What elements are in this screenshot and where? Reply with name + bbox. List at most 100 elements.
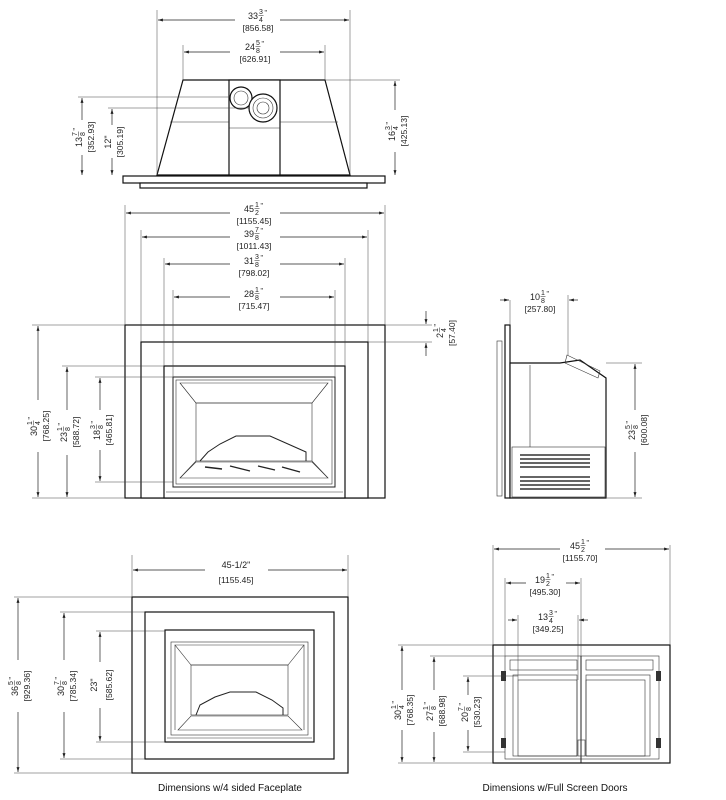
- dimension-mm: [798.02]: [239, 268, 270, 278]
- dimension-numerator: 3: [255, 254, 259, 261]
- dimension-mm: [785.34]: [68, 671, 78, 702]
- dimension-mm: [856.58]: [243, 23, 274, 33]
- dimension-denominator: 4: [35, 421, 42, 425]
- inch-mark: ": [58, 423, 65, 426]
- inch-mark: ": [261, 228, 264, 235]
- dimension-whole: 13: [538, 612, 548, 622]
- faceplate-caption: Dimensions w/4 sided Faceplate: [158, 783, 302, 794]
- dimension-mm: [465.81]: [104, 415, 114, 446]
- inch-mark: ": [552, 574, 555, 581]
- dimension-denominator: 2: [255, 210, 259, 217]
- dimension-whole: 20: [460, 712, 470, 722]
- dimension-numerator: 7: [72, 132, 79, 136]
- dimension-whole: 30: [56, 686, 66, 696]
- dimension-mm: [257.80]: [525, 304, 556, 314]
- dimension-numerator: 5: [256, 40, 260, 47]
- dimension-mm: [305.19]: [115, 127, 125, 158]
- inch-mark: ": [392, 701, 399, 704]
- dimension-numerator: 3: [549, 610, 553, 617]
- dimension-mm: [530.23]: [472, 697, 482, 728]
- dimension-value: 45-1/2": [222, 560, 251, 570]
- dimension-whole: 16: [387, 131, 397, 141]
- dimension-numerator: 1: [391, 705, 398, 709]
- inch-mark: ": [555, 611, 558, 618]
- dimension-denominator: 8: [16, 681, 23, 685]
- door-handle: [577, 739, 586, 757]
- dimension-numerator: 3: [90, 425, 97, 429]
- screen-doors-caption: Dimensions w/Full Screen Doors: [482, 783, 627, 794]
- dimension-numerator: 1: [546, 573, 550, 580]
- dimension-mm: [768.35]: [405, 695, 415, 726]
- inch-mark: ": [91, 421, 98, 424]
- dimension-whole: 33: [248, 11, 258, 21]
- dimension-mm: [57.40]: [447, 320, 457, 346]
- inch-mark: ": [261, 203, 264, 210]
- dimension-mm: [425.13]: [399, 116, 409, 147]
- dimension-mm: [495.30]: [530, 587, 561, 597]
- intake-vent-circle: [229, 86, 253, 110]
- dimension-numerator: 5: [8, 681, 15, 685]
- inch-mark: ": [73, 128, 80, 131]
- dimension-whole: 45: [570, 541, 580, 551]
- firebox-opening: [172, 376, 336, 488]
- inch-mark: ": [459, 703, 466, 706]
- inch-mark: ": [424, 702, 431, 705]
- dimension-denominator: 8: [65, 427, 72, 431]
- dim-faceplate-width: 45-1/2" [1155.45]: [219, 560, 254, 585]
- inch-mark: ": [434, 324, 441, 327]
- dimension-mm: [600.08]: [639, 415, 649, 446]
- dimension-denominator: 8: [466, 707, 473, 711]
- dimension-whole: 31: [244, 256, 254, 266]
- dimension-denominator: 8: [255, 262, 259, 269]
- dimension-denominator: 8: [255, 295, 259, 302]
- dimension-mm: [585.62]: [104, 670, 114, 701]
- dimension-whole: 39: [244, 229, 254, 239]
- dimension-denominator: 8: [633, 425, 640, 429]
- dimension-whole: 36: [10, 686, 20, 696]
- inch-mark: ": [587, 540, 590, 547]
- dimension-numerator: 1: [255, 202, 259, 209]
- dimension-mm: [1155.45]: [219, 575, 254, 585]
- dimension-numerator: 7: [458, 707, 465, 711]
- inch-mark: ": [9, 677, 16, 680]
- inch-mark: ": [547, 291, 550, 298]
- dimension-numerator: 1: [581, 539, 585, 546]
- dimension-mm: [715.47]: [239, 301, 270, 311]
- dimension-numerator: 1: [423, 706, 430, 710]
- dimension-denominator: 2: [546, 581, 550, 588]
- control-compartment: [511, 446, 606, 498]
- dimension-mm: [768.25]: [41, 411, 51, 442]
- dimension-numerator: 1: [27, 421, 34, 425]
- dimension-whole: 23: [627, 430, 637, 440]
- dimension-mm: [688.98]: [437, 696, 447, 727]
- dimension-mm: [929.36]: [22, 671, 32, 702]
- dimension-whole: 28: [244, 289, 254, 299]
- dimension-mm: [1011.43]: [237, 241, 272, 251]
- dimension-whole: 23: [59, 432, 69, 442]
- dimension-mm: [626.91]: [240, 54, 271, 64]
- dimension-mm: [1155.70]: [563, 553, 598, 563]
- dimension-denominator: 8: [541, 298, 545, 305]
- dimension-denominator: 8: [431, 706, 438, 710]
- dim-vent-height-2: 12"[305.19]: [103, 127, 125, 158]
- dimension-numerator: 3: [259, 9, 263, 16]
